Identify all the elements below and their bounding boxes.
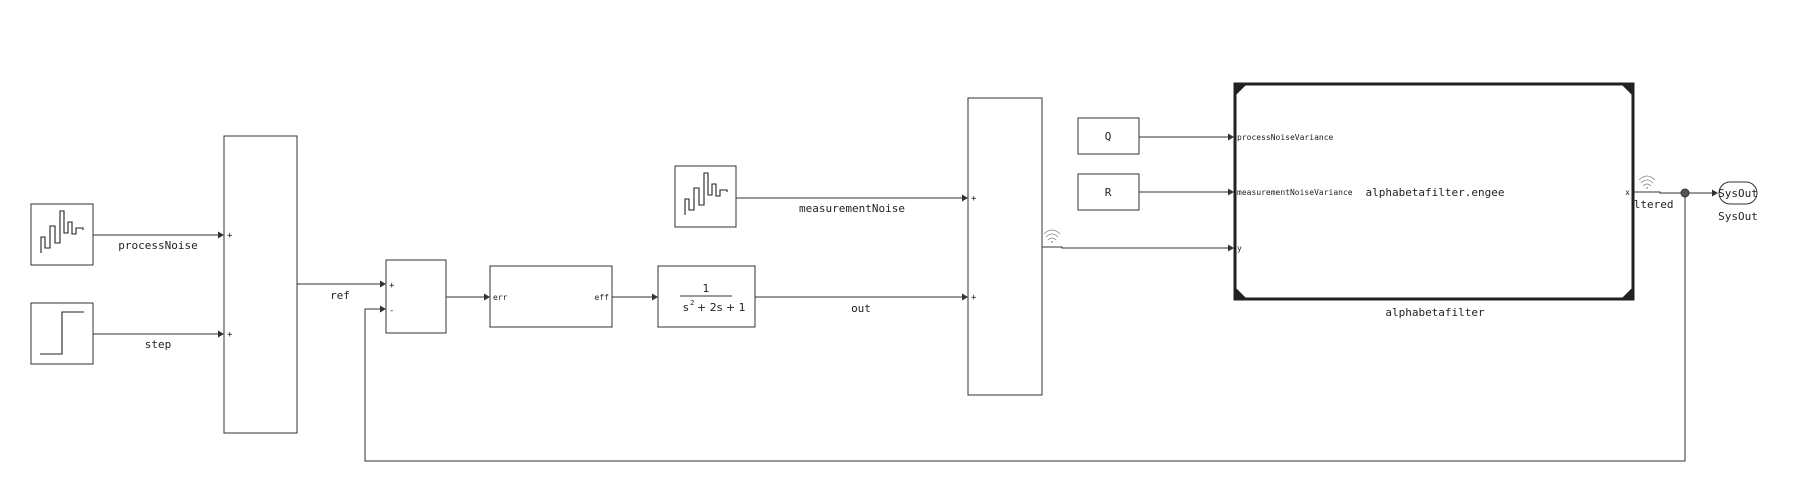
arrow-step [218,330,224,338]
corner-marker [1236,288,1246,298]
port-y: y [1237,244,1242,253]
tf-numerator: 1 [703,282,710,295]
sum-block-measurement[interactable]: + + [967,97,1043,396]
controller-subsystem[interactable]: err eff [489,265,613,328]
arrow-ref [380,280,386,288]
port-x: x [1625,188,1630,197]
arrow-out [962,293,968,301]
port-plus: + [971,194,977,204]
signal-label-step: step [145,338,172,351]
arrow-r [1228,188,1234,196]
wire-filtered[interactable] [1633,191,1712,194]
wire-y[interactable] [1042,246,1228,249]
tf-denominator-s: s [683,301,689,314]
arrow-process-noise [218,231,224,239]
corner-marker [1622,85,1632,95]
corner-marker [1236,85,1246,95]
step-signal-icon [40,311,84,355]
port-plus: + [227,231,233,241]
port-plus: + [227,330,233,340]
wires [93,133,1718,462]
filter-block-text: alphabetafilter.engee [1365,186,1504,199]
tf-denominator-exponent: 2 [690,299,694,307]
port-plus: + [389,281,395,291]
port-err: err [493,293,508,302]
corner-marker [1622,288,1632,298]
signal-label-ref: ref [330,289,350,302]
signal-label-measurement-noise: measurementNoise [799,202,905,215]
signal-label-process-noise: processNoise [118,239,197,252]
arrow-filtered [1712,189,1718,197]
sysout-port-text: SysOut [1718,187,1758,200]
arrow-y [1228,244,1234,252]
constant-r-label: R [1105,186,1112,199]
sum-block-process[interactable]: + + [223,135,298,434]
filter-block-name: alphabetafilter [1385,306,1485,319]
wire-feedback[interactable] [364,193,1686,462]
branch-point[interactable] [1680,188,1690,198]
step-source[interactable] [30,302,94,365]
random-signal-icon [40,210,84,253]
arrow-measurement-noise [962,194,968,202]
random-source-process-noise[interactable] [30,203,94,266]
transfer-function-block[interactable]: 1 s 2 + 2s + 1 [657,265,756,328]
signal-wifi-icon[interactable] [1638,175,1656,189]
sysout-port[interactable]: SysOut [1718,181,1758,205]
signal-label-out: out [851,302,871,315]
signal-wifi-icon[interactable] [1043,229,1061,243]
constant-q-label: Q [1105,130,1112,143]
port-process-noise-variance: processNoiseVariance [1237,133,1334,142]
arrow-feedback [380,305,386,313]
random-source-measurement-noise[interactable] [674,165,737,228]
arrow-q [1228,133,1234,141]
alphabetafilter-subsystem[interactable]: processNoiseVariance measurementNoiseVar… [1233,82,1635,301]
port-minus: - [389,306,394,316]
sum-block-error[interactable]: + - [385,259,447,334]
constant-block-q[interactable]: Q [1077,117,1140,155]
port-plus: + [971,293,977,303]
arrow-err [484,293,490,301]
random-signal-icon [684,172,728,215]
port-measurement-noise-variance: measurementNoiseVariance [1237,188,1353,197]
arrow-eff [652,293,658,301]
port-eff: eff [595,293,610,302]
tf-denominator-rest: + 2s + 1 [697,301,746,314]
constant-block-r[interactable]: R [1077,173,1140,211]
sysout-port-name: SysOut [1718,210,1758,223]
